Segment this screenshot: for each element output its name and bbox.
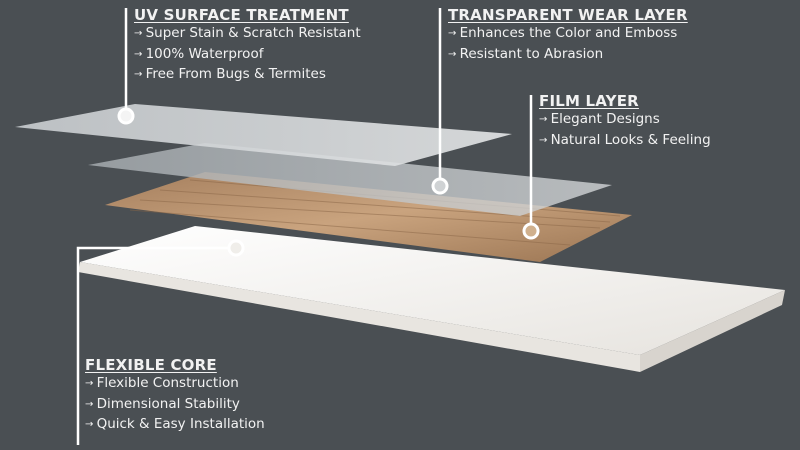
uv-surface-layer: [15, 104, 512, 166]
feature-item: Free From Bugs & Termites: [134, 65, 361, 86]
feature-item: Natural Looks & Feeling: [539, 131, 711, 152]
feature-item: Elegant Designs: [539, 110, 711, 131]
callout-lines: [76, 8, 533, 445]
feature-item: Enhances the Color and Emboss: [448, 24, 688, 45]
callout-uv-surface-treatment: UV SURFACE TREATMENT Super Stain & Scrat…: [134, 6, 361, 86]
callout-title: FLEXIBLE CORE: [85, 356, 217, 374]
feature-item: Super Stain & Scratch Resistant: [134, 24, 361, 45]
feature-item: Resistant to Abrasion: [448, 45, 688, 66]
feature-item: Flexible Construction: [85, 374, 265, 395]
flexible-core-layer: [78, 226, 785, 372]
callout-transparent-wear-layer: TRANSPARENT WEAR LAYER Enhances the Colo…: [448, 6, 688, 65]
callout-title: TRANSPARENT WEAR LAYER: [448, 6, 688, 24]
callout-flexible-core: FLEXIBLE CORE Flexible Construction Dime…: [85, 356, 265, 436]
callout-title: UV SURFACE TREATMENT: [134, 6, 349, 24]
feature-item: 100% Waterproof: [134, 45, 361, 66]
feature-item: Quick & Easy Installation: [85, 415, 265, 436]
callout-film-layer: FILM LAYER Elegant Designs Natural Looks…: [539, 92, 711, 151]
callout-title: FILM LAYER: [539, 92, 639, 110]
feature-item: Dimensional Stability: [85, 395, 265, 416]
film-layer: [105, 172, 632, 262]
transparent-wear-layer: [88, 143, 612, 216]
callout-markers: [117, 107, 540, 257]
